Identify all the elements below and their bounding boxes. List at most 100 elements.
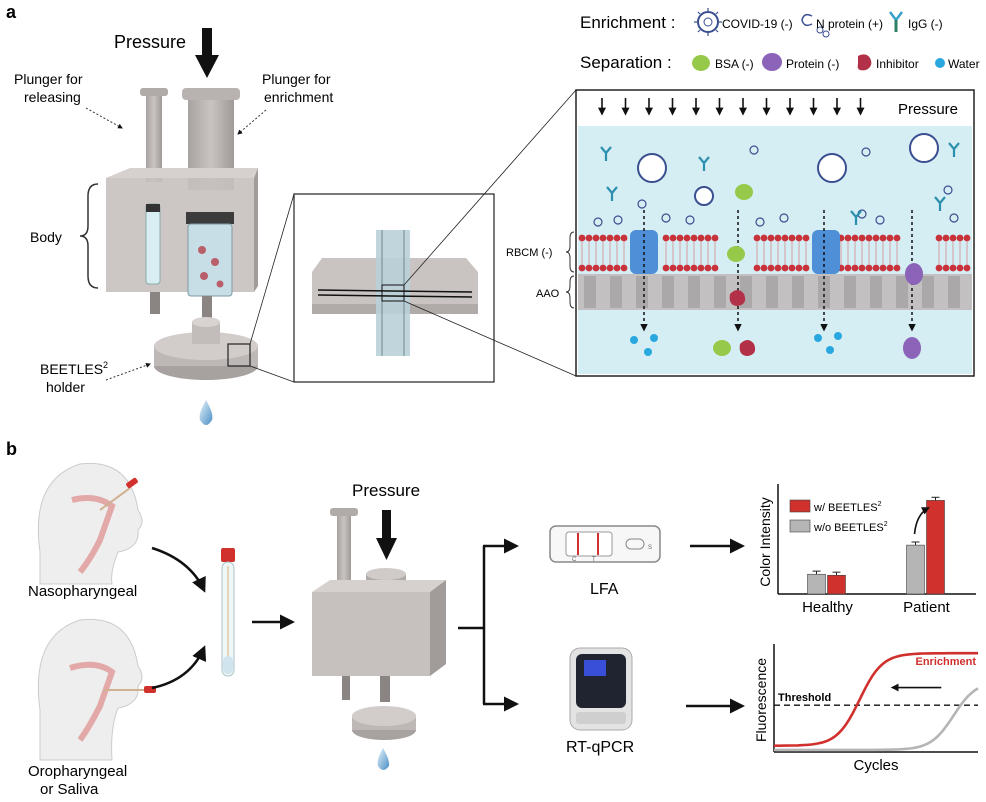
aao-pore bbox=[662, 276, 674, 308]
lipid-head bbox=[781, 234, 789, 242]
igg-antibody-icon bbox=[698, 156, 710, 171]
water-icon bbox=[834, 332, 842, 340]
igg-antibody-icon bbox=[889, 11, 903, 32]
igg-antibody-icon bbox=[850, 210, 862, 225]
n-protein-icon bbox=[613, 215, 623, 225]
legend-swatch bbox=[789, 519, 811, 533]
water-icon bbox=[935, 58, 945, 68]
lipid-head bbox=[844, 264, 852, 272]
holder-zoom-marker bbox=[227, 343, 251, 367]
lipid-head bbox=[760, 264, 768, 272]
membrane-zoom-panel: Pressure bbox=[575, 89, 975, 377]
igg-antibody-icon bbox=[934, 196, 946, 211]
covid-virus-icon bbox=[909, 133, 939, 163]
plunger-release-label-2: releasing bbox=[24, 89, 81, 105]
lipid-head bbox=[879, 234, 887, 242]
lipid-head bbox=[767, 264, 775, 272]
water-legend-label: Water bbox=[948, 57, 980, 71]
lipid-head bbox=[578, 264, 586, 272]
protein-icon bbox=[903, 337, 921, 359]
holder-pointer bbox=[105, 363, 151, 381]
x-tick-label: Patient bbox=[903, 599, 951, 616]
n-protein-icon bbox=[749, 145, 759, 155]
lfa-strip-icon: C T S bbox=[549, 525, 661, 563]
lipid-head bbox=[795, 264, 803, 272]
lipid-head bbox=[606, 234, 614, 242]
body-label: Body bbox=[30, 229, 62, 245]
lipid-head bbox=[620, 234, 628, 242]
rbcm-brace bbox=[565, 231, 575, 273]
x-tick-label: Healthy bbox=[802, 599, 853, 616]
lipid-head bbox=[662, 264, 670, 272]
igg-antibody-icon bbox=[948, 142, 960, 157]
lipid-head bbox=[949, 234, 957, 242]
enrichment-legend-title: Enrichment : bbox=[580, 13, 675, 32]
lipid-head bbox=[606, 264, 614, 272]
lipid-head bbox=[760, 234, 768, 242]
lipid-head bbox=[599, 264, 607, 272]
svg-text:BEETLES2: BEETLES2 bbox=[40, 360, 108, 377]
lipid-head bbox=[886, 264, 894, 272]
aao-label: AAO bbox=[536, 288, 560, 300]
zoom-pressure-arrows bbox=[598, 98, 865, 116]
lipid-head bbox=[886, 234, 894, 242]
lipid-head bbox=[767, 234, 775, 242]
lipid-head bbox=[788, 234, 796, 242]
lipid-head bbox=[956, 264, 964, 272]
oropharyngeal-head-illustration bbox=[37, 618, 156, 761]
lipid-head bbox=[872, 264, 880, 272]
inhibitor-icon bbox=[739, 340, 756, 356]
lipid-head bbox=[802, 264, 810, 272]
panel-b-letter: b bbox=[6, 439, 17, 459]
lipid-head bbox=[613, 264, 621, 272]
rt-qpcr-label: RT-qPCR bbox=[566, 739, 634, 756]
lipid-head bbox=[683, 264, 691, 272]
n-protein-icon bbox=[593, 217, 603, 227]
panel-b-pressure-arrow-icon bbox=[376, 510, 397, 560]
bsa-legend-label: BSA (-) bbox=[715, 57, 754, 71]
zoom-line-3 bbox=[403, 89, 577, 286]
protein-icon bbox=[762, 53, 782, 71]
aao-pore bbox=[844, 276, 856, 308]
aao-pore bbox=[714, 276, 726, 308]
lipid-head bbox=[795, 234, 803, 242]
bsa-icon bbox=[727, 246, 745, 262]
legend-label: w/ BEETLES2 bbox=[813, 501, 882, 514]
bar bbox=[807, 573, 826, 595]
water-icon bbox=[644, 348, 652, 356]
aao-pore bbox=[870, 276, 882, 308]
lipid-head bbox=[690, 234, 698, 242]
arrow-naso-to-tube bbox=[151, 546, 206, 593]
holder-label: BEETLES2 holder bbox=[40, 360, 108, 395]
aao-pore bbox=[636, 276, 648, 308]
lipid-head bbox=[942, 264, 950, 272]
lipid-head bbox=[599, 234, 607, 242]
x-axis-label: Cycles bbox=[853, 757, 898, 774]
lipid-head bbox=[774, 264, 782, 272]
lipid-head bbox=[935, 234, 943, 242]
saliva-label: or Saliva bbox=[40, 781, 99, 797]
legend-swatch bbox=[789, 499, 811, 513]
lipid-head bbox=[711, 234, 719, 242]
particles bbox=[593, 133, 960, 359]
cross-section-box bbox=[293, 193, 495, 383]
panel-a-letter: a bbox=[6, 2, 17, 22]
branch-arrows bbox=[458, 538, 519, 712]
water-icon bbox=[630, 336, 638, 344]
svg-text:holder: holder bbox=[46, 379, 85, 395]
lipid-head bbox=[942, 234, 950, 242]
separation-legend-title: Separation : bbox=[580, 53, 672, 72]
lipid-head bbox=[858, 234, 866, 242]
aao-pore bbox=[766, 276, 778, 308]
zoom-line-2 bbox=[249, 365, 295, 383]
covid-virus-icon bbox=[637, 153, 667, 183]
lipid-head bbox=[802, 234, 810, 242]
lipid-head bbox=[963, 234, 971, 242]
series-label: Enrichment bbox=[915, 656, 976, 668]
protein-legend-label: Protein (-) bbox=[786, 57, 839, 71]
igg-antibody-icon bbox=[600, 146, 612, 161]
lipid-head bbox=[844, 234, 852, 242]
